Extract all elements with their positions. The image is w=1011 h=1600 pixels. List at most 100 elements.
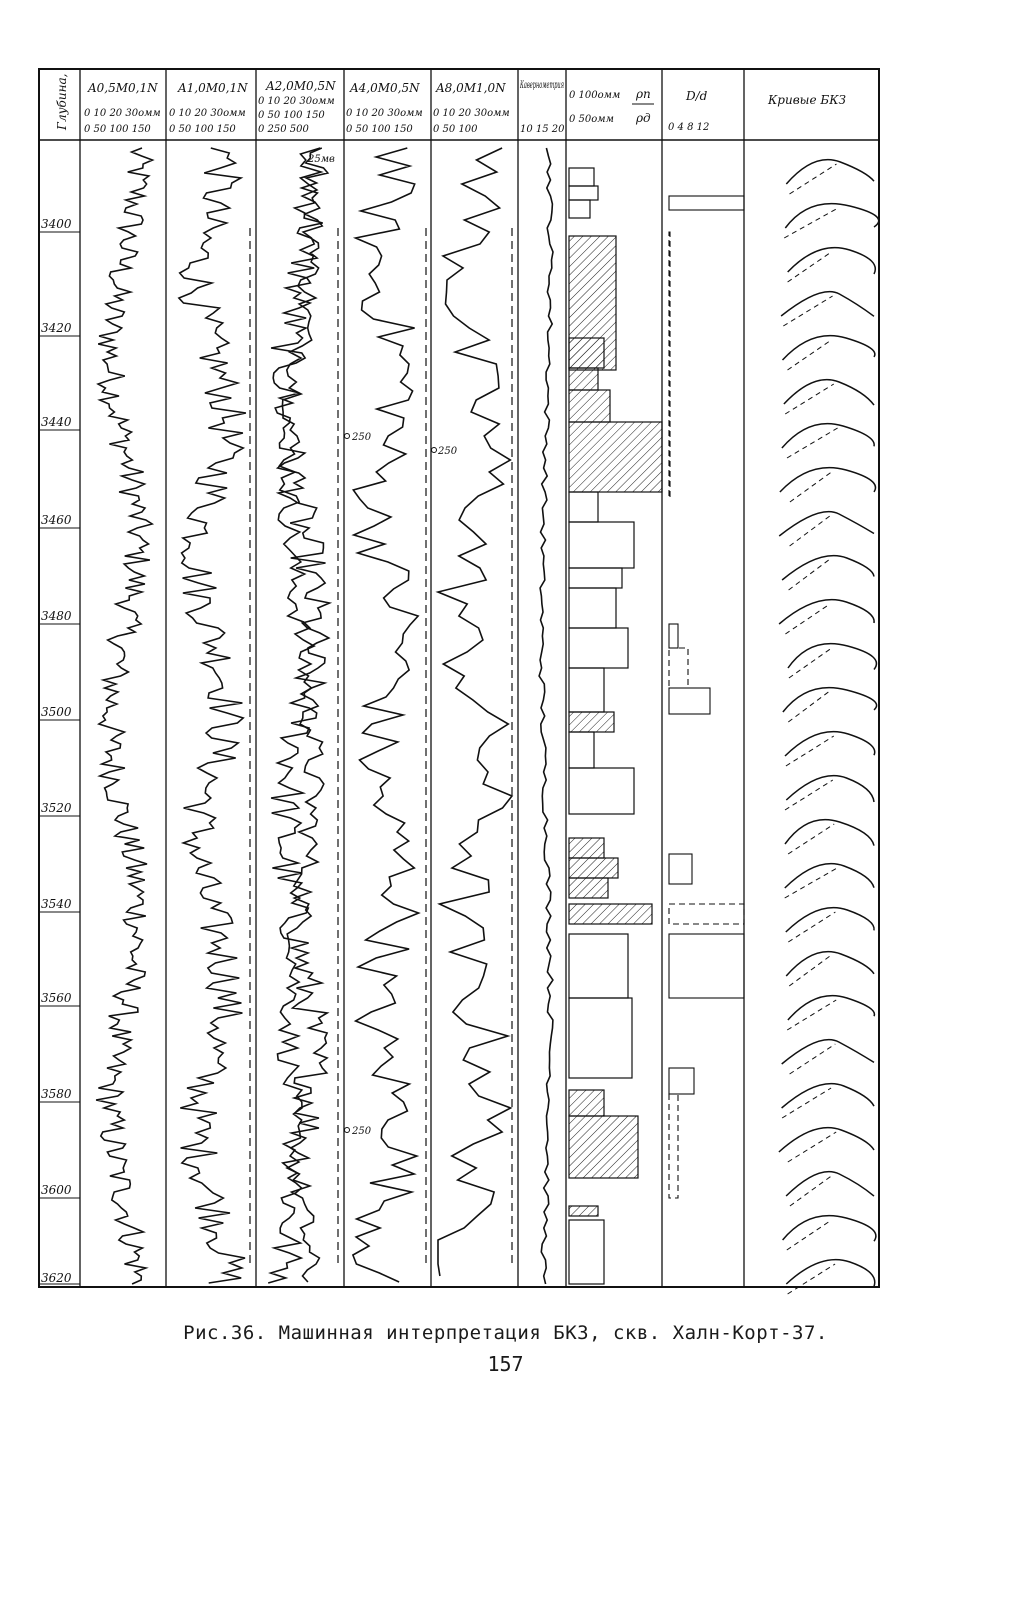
interp-block-18 (568, 857, 619, 879)
bkz-dash-16 (784, 867, 838, 899)
column-dividers (79, 69, 745, 1287)
curve-a20-2 (276, 147, 325, 1283)
dd-step-6 (668, 853, 693, 885)
interp-block-0 (568, 167, 595, 187)
bkz-curve-22 (778, 1126, 875, 1153)
dd-step-0 (668, 195, 745, 211)
depth-labels: 3400 3420 3440 3460 3480 3500 3520 3540 … (39, 217, 80, 1285)
depth-label-3540: 3540 (41, 897, 72, 911)
track-title-7: 0 100омм (569, 90, 620, 101)
dd-step-9 (668, 1067, 695, 1095)
interp-block-6 (568, 389, 611, 423)
dd-step-4 (668, 647, 689, 689)
track-scale-3b: 0 50 100 150 (258, 110, 325, 121)
bkz-dash-2 (787, 251, 832, 283)
page-number: 157 (487, 1352, 524, 1376)
bkz-curve-3 (780, 290, 875, 317)
interp-block-25 (568, 1205, 599, 1217)
bkz-curve-13 (784, 730, 876, 757)
track-scale-7: 0 50омм (569, 114, 614, 125)
log-figure: Глубина, м A0,5M0,1N 0 10 20 30омм 0 50 … (38, 68, 890, 1308)
track-scale-8: 0 4 8 12 (668, 122, 709, 133)
bkz-curve-7 (779, 466, 877, 493)
interp-block-26 (568, 1219, 605, 1285)
bkz-dash-8 (789, 515, 831, 547)
interp-block-19 (568, 877, 609, 899)
interp-block-24 (568, 1115, 639, 1179)
curve-a40 (351, 147, 421, 1283)
annotation-250-c: 250 (351, 1126, 372, 1137)
mv-annotation: 25мв (307, 154, 335, 165)
bkz-dash-6 (786, 427, 838, 459)
dashed-curves (249, 228, 513, 1268)
curve-a20-1 (267, 147, 333, 1284)
track-scale-5b: 0 50 100 (433, 124, 478, 135)
track-scale-4a: 0 10 20 30омм (346, 108, 423, 119)
depth-label-3520: 3520 (41, 801, 72, 815)
interp-block-9 (568, 521, 635, 569)
curve-a80 (435, 147, 514, 1277)
log-curves (95, 147, 554, 1285)
bkz-curve-12 (782, 686, 878, 713)
track-title-8: D/d (685, 89, 708, 103)
bkz-curve-14 (785, 774, 875, 803)
curve-a05 (95, 147, 155, 1285)
marker-250-b (431, 447, 437, 453)
bkz-dash-12 (788, 691, 829, 723)
figure-caption: Рис.36. Машинная интерпретация БКЗ, скв.… (183, 1322, 828, 1344)
bkz-dash-19 (786, 999, 837, 1031)
track-scale-2b: 0 50 100 150 (169, 124, 236, 135)
figure-frame (38, 68, 880, 1288)
bkz-curve-19 (787, 994, 876, 1021)
dd-step-10 (668, 1093, 679, 1199)
bkz-dash-9 (788, 559, 829, 591)
interp-block-5 (568, 367, 599, 391)
depth-label-3580: 3580 (41, 1087, 72, 1101)
bkz-curves (778, 158, 880, 1295)
interpretation-blocks (568, 167, 663, 1285)
dd-step-3 (668, 623, 679, 649)
interp-block-20 (568, 903, 653, 925)
bkz-curve-23 (785, 1170, 875, 1197)
interp-block-22 (568, 997, 633, 1079)
interp-block-8 (568, 491, 599, 523)
log-chart: Глубина, м A0,5M0,1N 0 10 20 30омм 0 50 … (38, 68, 880, 1295)
bkz-dash-23 (789, 1175, 832, 1207)
annotation-250-b: 250 (437, 446, 458, 457)
bkz-dash-21 (781, 1087, 832, 1119)
bkz-curve-18 (785, 950, 875, 977)
bkz-curve-10 (778, 598, 875, 625)
depth-label-3600: 3600 (41, 1183, 72, 1197)
interp-block-21 (568, 933, 629, 999)
interp-block-23 (568, 1089, 605, 1117)
bkz-dash-7 (789, 471, 832, 503)
depth-label-3400: 3400 (41, 217, 72, 231)
bkz-dash-4 (787, 339, 832, 371)
bkz-dash-3 (783, 295, 833, 327)
rho-n-label: ρп (635, 87, 651, 101)
track-scale-3c: 0 250 500 (258, 124, 310, 135)
track-scale-2a: 0 10 20 30омм (169, 108, 246, 119)
bkz-dash-15 (787, 823, 835, 855)
dd-step-8 (668, 933, 745, 999)
bkz-curve-1 (784, 202, 880, 229)
curve-a10 (177, 147, 247, 1284)
interp-block-1 (568, 185, 599, 201)
bkz-dash-11 (788, 647, 832, 679)
depth-header: Глубина, м (55, 68, 69, 131)
bkz-dash-24 (786, 1219, 832, 1251)
interp-block-15 (568, 731, 595, 769)
marker-250-a (344, 433, 350, 439)
interp-block-13 (568, 667, 605, 713)
track-scale-1a: 0 10 20 30омм (84, 108, 161, 119)
bkz-curve-5 (783, 378, 875, 406)
dd-step-7 (668, 903, 745, 925)
depth-label-3500: 3500 (41, 705, 72, 719)
bkz-curve-17 (785, 906, 875, 933)
bkz-dash-5 (784, 383, 835, 415)
track-scale-4b: 0 50 100 150 (346, 124, 413, 135)
interp-block-17 (568, 837, 605, 859)
bkz-dash-10 (785, 603, 831, 635)
track-scale-5a: 0 10 20 30омм (433, 108, 510, 119)
